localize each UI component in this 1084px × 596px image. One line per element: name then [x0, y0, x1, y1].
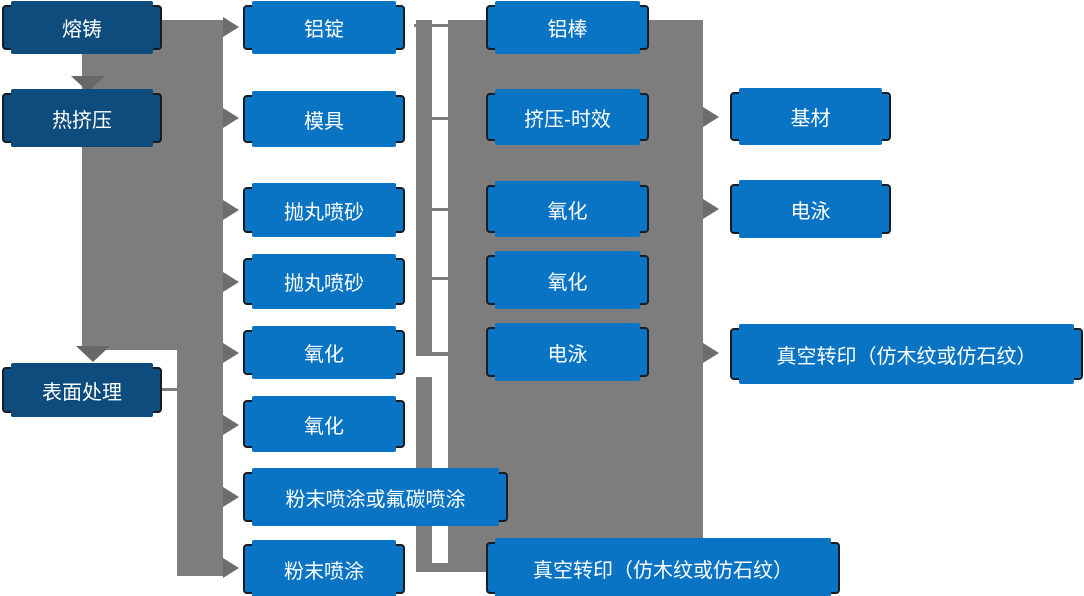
link-powder-vacuum-transfer — [432, 563, 486, 572]
node-label: 表面处理 — [42, 381, 122, 404]
node-label: 真空转印（仿木纹或仿石纹） — [776, 345, 1037, 368]
node-label: 热挤压 — [52, 109, 112, 132]
arrow-right-icon — [223, 200, 239, 220]
node-label: 氧化 — [547, 271, 588, 294]
process-box-mold: 模具 — [243, 91, 405, 147]
arrow-right-icon — [223, 558, 239, 578]
connector-band-surface-treatment — [177, 350, 223, 576]
node-label: 铝锭 — [304, 19, 344, 41]
process-box-electrophoresis-2: 电泳 — [730, 180, 891, 238]
stage-box-hot-extrusion: 热挤压 — [2, 89, 162, 147]
link-oxidation-electrophoresis — [432, 352, 448, 356]
process-box-oxidation-3: 氧化 — [486, 181, 649, 237]
node-label: 模具 — [304, 110, 344, 133]
connector-trunk-mid-upper — [416, 20, 432, 356]
node-label: 电泳 — [790, 200, 831, 223]
link-shotblast-oxidation-1 — [432, 208, 448, 211]
node-label: 抛丸喷砂 — [284, 273, 364, 295]
stage-box-surface-treatment: 表面处理 — [2, 363, 162, 417]
process-box-oxidation-1: 氧化 — [243, 326, 405, 379]
node-label: 基材 — [790, 108, 831, 130]
connector-band-left-main — [82, 20, 223, 350]
process-box-powder-coating: 粉末喷涂 — [243, 540, 405, 596]
process-box-powder-or-fluorocarbon-coating: 粉末喷涂或氟碳喷涂 — [243, 468, 508, 526]
arrow-right-icon — [223, 343, 239, 363]
process-box-aluminum-rod: 铝棒 — [486, 1, 649, 54]
arrow-right-icon — [223, 17, 239, 37]
node-label: 抛丸喷砂 — [284, 201, 364, 224]
node-label: 粉末喷涂 — [284, 560, 364, 583]
arrow-down-icon — [71, 76, 105, 92]
process-box-oxidation-4: 氧化 — [486, 251, 649, 309]
link-surface-treatment-band — [162, 388, 177, 391]
link-shotblast-oxidation-2 — [432, 277, 448, 280]
link-mold-extrusion — [432, 117, 448, 120]
arrow-right-icon — [703, 107, 719, 127]
node-label: 氧化 — [304, 415, 344, 438]
process-box-shot-blasting-2: 抛丸喷砂 — [243, 254, 405, 309]
node-label: 铝棒 — [547, 19, 588, 41]
node-label: 氧化 — [547, 200, 588, 223]
process-box-shot-blasting-1: 抛丸喷砂 — [243, 183, 405, 237]
process-box-oxidation-2: 氧化 — [243, 396, 405, 452]
arrow-right-icon — [223, 108, 239, 128]
process-box-aluminum-ingot: 铝锭 — [243, 1, 405, 54]
arrow-down-icon — [76, 346, 110, 362]
process-box-vacuum-transfer-print-bottom: 真空转印（仿木纹或仿石纹） — [486, 538, 840, 596]
process-box-extrusion-aging: 挤压-时效 — [486, 89, 649, 145]
node-label: 粉末喷涂或氟碳喷涂 — [285, 488, 466, 511]
node-label: 氧化 — [304, 344, 344, 366]
stage-box-melting-casting: 熔铸 — [2, 1, 162, 54]
arrow-right-icon — [223, 272, 239, 292]
link-aluminum-ingot-rod — [414, 24, 448, 27]
arrow-right-icon — [223, 487, 239, 507]
node-label: 真空转印（仿木纹或仿石纹） — [533, 559, 793, 582]
node-label: 熔铸 — [62, 19, 102, 41]
node-label: 电泳 — [547, 343, 588, 366]
node-label: 挤压-时效 — [524, 108, 611, 131]
process-box-substrate: 基材 — [730, 88, 891, 145]
arrow-right-icon — [223, 415, 239, 435]
arrow-right-icon — [703, 199, 719, 219]
process-box-vacuum-transfer-print-right: 真空转印（仿木纹或仿石纹） — [730, 324, 1083, 384]
arrow-right-icon — [703, 343, 719, 363]
process-box-electrophoresis-1: 电泳 — [486, 323, 649, 381]
